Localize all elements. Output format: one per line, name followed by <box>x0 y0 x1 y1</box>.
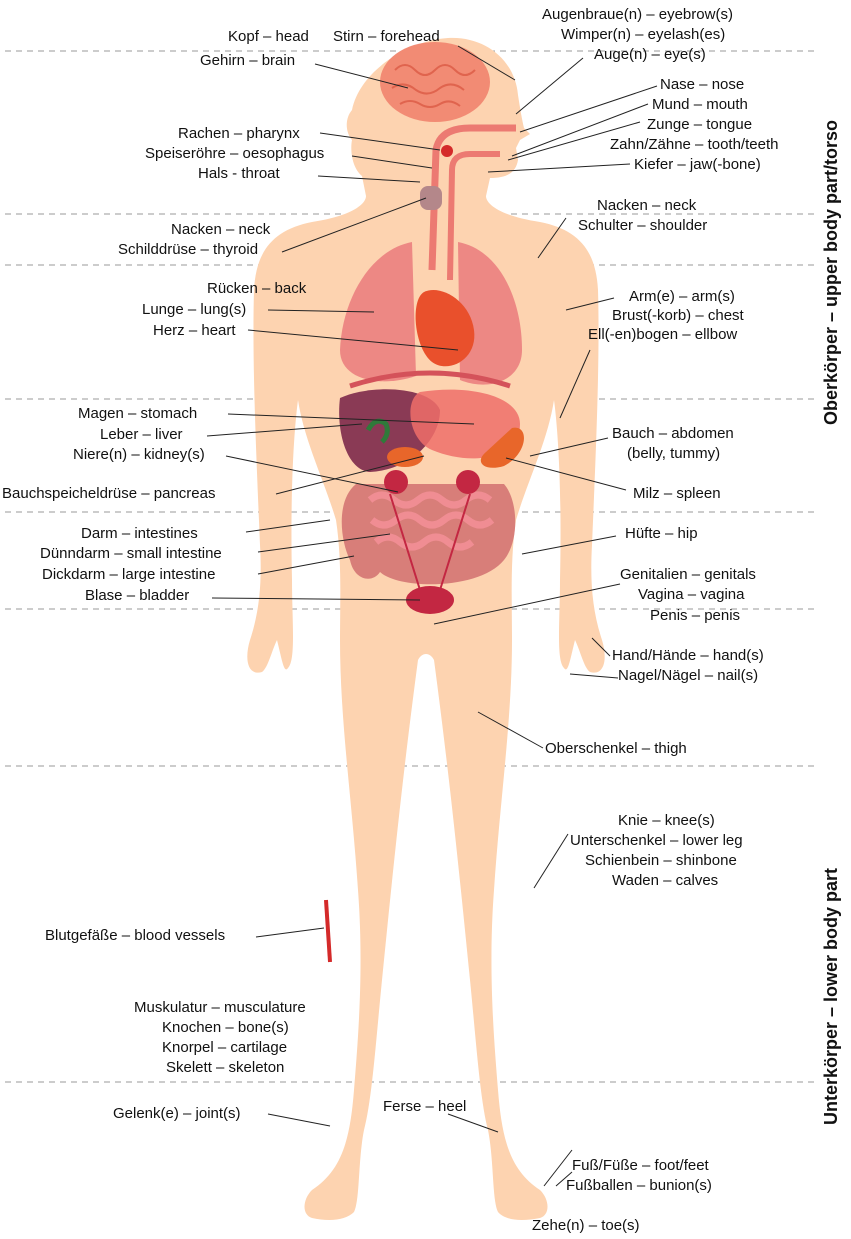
label-penis: Penis – penis <box>650 607 740 625</box>
label-nacken-right: Nacken – neck <box>597 197 696 215</box>
leader-line <box>268 1114 330 1126</box>
label-huefte: Hüfte – hip <box>625 525 698 543</box>
label-augenbraue: Augenbraue(n) – eyebrow(s) <box>542 6 733 24</box>
left-kidney <box>384 470 408 494</box>
label-brust: Brust(-korb) – chest <box>612 307 744 325</box>
label-niere: Niere(n) – kidney(s) <box>73 446 205 464</box>
label-wimper: Wimper(n) – eyelash(es) <box>561 26 725 44</box>
label-nacken-left: Nacken – neck <box>171 221 270 239</box>
label-stirn: Stirn – forehead <box>333 28 440 46</box>
label-waden: Waden – calves <box>612 872 718 890</box>
label-bauch: Bauch – abdomen <box>612 425 734 443</box>
label-ellbogen: Ell(-en)bogen – ellbow <box>588 326 737 344</box>
thyroid-shape <box>420 186 442 210</box>
label-dickdarm: Dickdarm – large intestine <box>42 566 215 584</box>
label-ferse: Ferse – heel <box>383 1098 466 1116</box>
pharynx-dot <box>441 145 453 157</box>
label-auge: Auge(n) – eye(s) <box>594 46 706 64</box>
body-outline <box>247 38 604 1220</box>
label-blutgefaesse: Blutgefäße – blood vessels <box>45 927 225 945</box>
label-herz: Herz – heart <box>153 322 236 340</box>
section-title-lower: Unterkörper – lower body part <box>821 868 842 1125</box>
label-ruecken: Rücken – back <box>207 280 306 298</box>
brain-illustration <box>380 42 490 122</box>
label-gelenk: Gelenk(e) – joint(s) <box>113 1105 241 1123</box>
label-nagel: Nagel/Nägel – nail(s) <box>618 667 758 685</box>
label-milz: Milz – spleen <box>633 485 721 503</box>
label-genitalien: Genitalien – genitals <box>620 566 756 584</box>
label-knochen: Knochen – bone(s) <box>162 1019 289 1037</box>
body-silhouette <box>247 38 604 1220</box>
label-knorpel: Knorpel – cartilage <box>162 1039 287 1057</box>
label-knie: Knie – knee(s) <box>618 812 715 830</box>
blood-vessel-mark <box>326 900 330 962</box>
label-fussballen: Fußballen – bunion(s) <box>566 1177 712 1195</box>
label-zahn: Zahn/Zähne – tooth/teeth <box>610 136 778 154</box>
label-schulter: Schulter – shoulder <box>578 217 707 235</box>
label-oberschenkel: Oberschenkel – thigh <box>545 740 687 758</box>
label-nase: Nase – nose <box>660 76 744 94</box>
leader-line <box>516 58 583 114</box>
label-kopf: Kopf – head <box>228 28 309 46</box>
label-bauch-2: (belly, tummy) <box>627 445 720 463</box>
label-hand: Hand/Hände – hand(s) <box>612 647 764 665</box>
label-schilddruese: Schilddrüse – thyroid <box>118 241 258 259</box>
label-rachen: Rachen – pharynx <box>178 125 300 143</box>
label-lunge: Lunge – lung(s) <box>142 301 246 319</box>
label-speiseroehre: Speiseröhre – oesophagus <box>145 145 324 163</box>
leader-line <box>534 834 568 888</box>
label-zunge: Zunge – tongue <box>647 116 752 134</box>
label-duenndarm: Dünndarm – small intestine <box>40 545 222 563</box>
label-arm: Arm(e) – arm(s) <box>629 288 735 306</box>
label-bauchspeichel: Bauchspeicheldrüse – pancreas <box>2 485 215 503</box>
label-kiefer: Kiefer – jaw(-bone) <box>634 156 761 174</box>
label-mund: Mund – mouth <box>652 96 748 114</box>
label-vagina: Vagina – vagina <box>638 586 744 604</box>
label-muskulatur: Muskulatur – musculature <box>134 999 306 1017</box>
label-hals: Hals - throat <box>198 165 280 183</box>
section-title-upper: Oberkörper – upper body part/torso <box>821 120 842 425</box>
label-leber: Leber – liver <box>100 426 183 444</box>
label-zehe: Zehe(n) – toe(s) <box>532 1217 640 1235</box>
label-blase: Blase – bladder <box>85 587 189 605</box>
right-kidney <box>456 470 480 494</box>
label-fuss: Fuß/Füße – foot/feet <box>572 1157 709 1175</box>
leader-line <box>570 674 618 678</box>
label-magen: Magen – stomach <box>78 405 197 423</box>
label-schienbein: Schienbein – shinbone <box>585 852 737 870</box>
label-darm: Darm – intestines <box>81 525 198 543</box>
leader-line <box>256 928 324 937</box>
brain-shape <box>380 42 490 122</box>
label-skelett: Skelett – skeleton <box>166 1059 284 1077</box>
label-gehirn: Gehirn – brain <box>200 52 295 70</box>
label-unterschenkel: Unterschenkel – lower leg <box>570 832 743 850</box>
